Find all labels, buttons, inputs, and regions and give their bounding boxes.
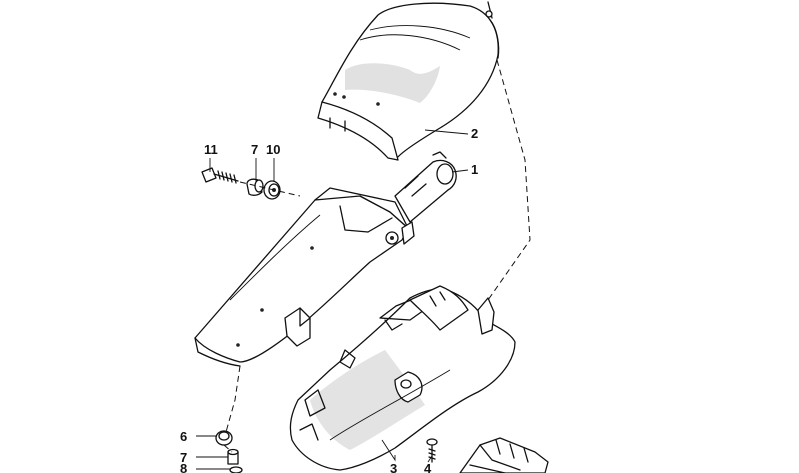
callout-part-8: 8: [180, 461, 187, 473]
callout-part-7-bottom: 7: [180, 450, 187, 465]
callout-part-7-top: 7: [251, 142, 258, 157]
leader-2: [424, 129, 469, 135]
spacer-7-top: [246, 178, 264, 196]
screw-11: [201, 167, 239, 184]
callout-part-1: 1: [471, 162, 478, 177]
assembly-line-bottom: [223, 444, 233, 453]
lower-column-cover: [289, 285, 516, 471]
upper-column-cover: [317, 1, 500, 161]
callout-part-3: 3: [390, 461, 397, 473]
assembly-line-left: [225, 365, 241, 433]
callout-part-11: 11: [204, 142, 218, 157]
spacer-7-bottom: [227, 448, 239, 465]
steering-column-assembly: [194, 151, 457, 367]
screw-4: [426, 438, 438, 463]
grommet-10: [263, 180, 281, 200]
callout-part-2: 2: [471, 126, 478, 141]
grommet-6: [215, 430, 233, 446]
leader-1: [451, 169, 469, 173]
callout-part-6: 6: [180, 429, 187, 444]
washer-8: [229, 466, 243, 473]
callout-part-4: 4: [424, 461, 432, 473]
callout-part-10: 10: [266, 142, 280, 157]
leader-3: [381, 439, 396, 462]
mounting-bracket: [459, 437, 549, 473]
leader-4: [427, 455, 433, 463]
assembly-line-right: [487, 59, 531, 301]
